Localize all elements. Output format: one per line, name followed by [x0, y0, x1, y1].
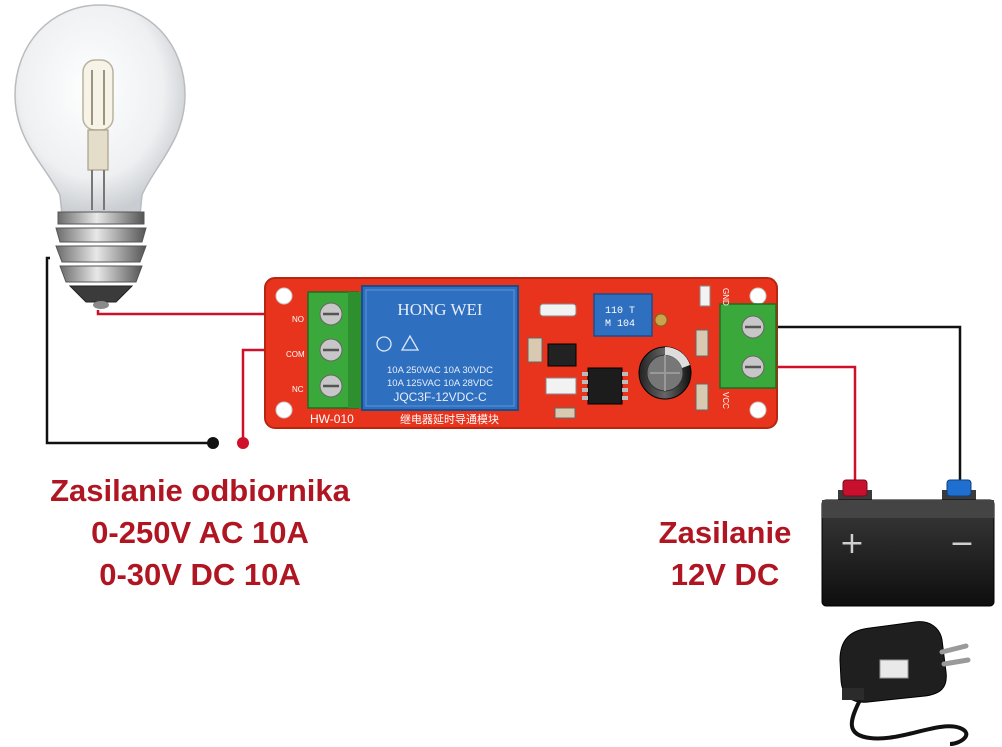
- battery-icon: + −: [821, 479, 995, 607]
- board-chinese-label: 继电器延时导通模块: [400, 413, 499, 426]
- wire-red-vcc: [765, 365, 857, 485]
- pin-label-com: COM: [286, 350, 305, 359]
- pin-label-gnd: GND: [721, 288, 730, 306]
- module-supply-title: Zasilanie: [658, 515, 792, 550]
- pot-label-2: M 104: [605, 319, 635, 330]
- pin-label-vcc: VCC: [721, 392, 730, 409]
- battery-plus-sign: +: [839, 526, 864, 561]
- wire-red-no: [96, 310, 330, 316]
- pot-label-1: 110 T: [605, 306, 635, 317]
- battery-minus-sign: −: [949, 526, 974, 561]
- relay-rating-1: 10A 250VAC 10A 30VDC: [387, 365, 493, 376]
- load-supply-ac-rating: 0-250V AC 10A: [91, 515, 309, 550]
- relay-model: JQC3F-12VDC-C: [393, 390, 487, 404]
- module-supply-caption: Zasilanie 12V DC: [630, 512, 820, 596]
- relay-brand: HONG WEI: [397, 300, 482, 319]
- power-adapter-icon: [839, 621, 971, 746]
- wire-black-gnd: [765, 325, 962, 485]
- pin-label-no: NO: [292, 315, 304, 324]
- relay-component: HONG WEI 10A 250VAC 10A 30VDC 10A 125VAC…: [361, 285, 519, 411]
- module-supply-voltage: 12V DC: [670, 557, 780, 592]
- potentiometer: 110 T M 104: [593, 293, 668, 337]
- load-supply-caption: Zasilanie odbiornika 0-250V AC 10A 0-30V…: [20, 470, 380, 596]
- wire-black-load: [45, 256, 213, 445]
- capacitor: [638, 346, 692, 400]
- terminal-dot-red: [237, 437, 249, 449]
- load-supply-title: Zasilanie odbiornika: [50, 473, 350, 508]
- board-model: HW-010: [310, 412, 354, 426]
- relay-module: NO COM NC HONG WEI 10A 250VAC 10A 30VDC …: [264, 277, 778, 429]
- ic-chip: [582, 367, 628, 405]
- screw-terminal-load: [307, 291, 362, 409]
- light-bulb-icon: [14, 4, 186, 309]
- screw-terminal-power: [719, 303, 777, 389]
- load-supply-dc-rating: 0-30V DC 10A: [99, 557, 301, 592]
- terminal-dot-black: [207, 437, 219, 449]
- relay-rating-2: 10A 125VAC 10A 28VDC: [387, 378, 493, 389]
- pin-label-nc: NC: [292, 385, 304, 394]
